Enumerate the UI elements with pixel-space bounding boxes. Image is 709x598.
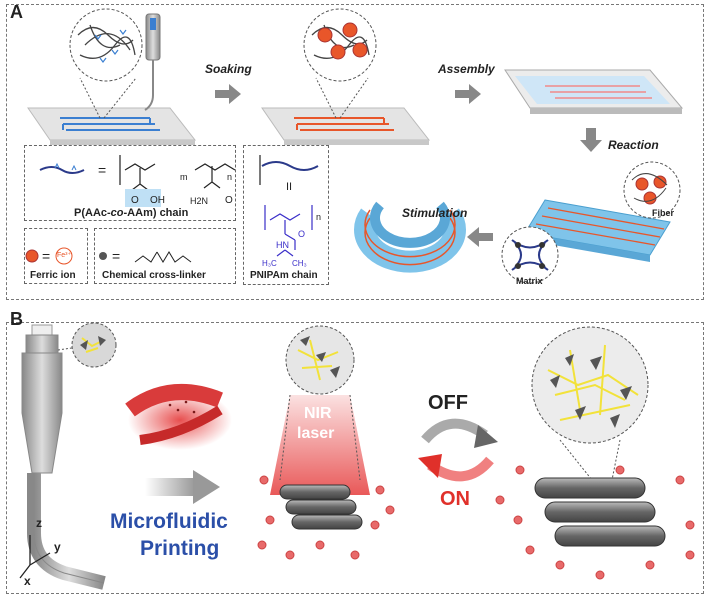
step-assembly-label: Assembly (438, 62, 495, 76)
legend-pnipam-structure: II O HN H₃C CH₃ (261, 161, 319, 268)
blood-vessel (125, 384, 232, 450)
soaking-arrow (215, 84, 241, 104)
panel-b-label: B (10, 309, 23, 329)
chain-label-pre: P(AAc- (74, 207, 111, 219)
svg-text:O: O (131, 195, 139, 206)
chain-label-co: co (110, 207, 124, 219)
ferric-ion-dot (25, 249, 39, 263)
step-soaking-label: Soaking (205, 62, 252, 76)
panel-a-label: A (10, 2, 23, 22)
axis-y-label: y (54, 540, 61, 554)
chain-label-post: -AAm) chain (123, 207, 189, 219)
legend-pnipam-box (243, 145, 329, 285)
svg-text:CH₃: CH₃ (292, 259, 307, 268)
stimulation-arrow (467, 227, 493, 247)
crosslinker-label: Chemical cross-linker (102, 270, 206, 281)
off-label: OFF (428, 392, 468, 414)
axes-icon (19, 535, 51, 579)
matrix-callout: Matrix (516, 276, 543, 286)
microfluidic-label-line1: Microfluidic (110, 510, 228, 533)
rolled-gel (354, 201, 466, 273)
chain-subscript-m: m (180, 172, 188, 182)
microfluidic-label-line2: Printing (140, 537, 220, 560)
axis-z-label: z (36, 516, 42, 530)
svg-text:H₃C: H₃C (262, 259, 277, 268)
svg-text:HN: HN (276, 240, 289, 250)
chain-label: P(AAc-co-AAm) chain (74, 207, 188, 219)
svg-text:O: O (298, 229, 305, 239)
legend-crosslinker-box (94, 228, 236, 284)
fe-symbol: Fe³⁺ (57, 252, 72, 259)
switch-arrows (418, 418, 498, 482)
assembly-arrow (455, 84, 481, 104)
crosslinker-equals: = (112, 248, 121, 264)
legend-chain-structure: O OH O (39, 155, 261, 207)
gel-strip (501, 161, 681, 284)
nir-label-line1: NIR (304, 405, 332, 422)
plate-assembled (504, 69, 684, 114)
panel-b (6, 322, 704, 594)
legend-ferric-box (24, 228, 88, 284)
step-reaction-label: Reaction (608, 138, 659, 152)
printing-arrow (145, 470, 220, 504)
ferric-label: Ferric ion (30, 270, 76, 281)
plate-printing (27, 8, 197, 145)
relaxed-gel (495, 326, 695, 580)
pnipam-subscript-n: n (316, 212, 322, 222)
chain-equals: = (98, 162, 107, 178)
pnipam-label: PNIPAm chain (250, 270, 318, 281)
fiber-callout: Fiber (652, 208, 675, 218)
step-stimulation-label: Stimulation (402, 206, 468, 220)
svg-text:OH: OH (150, 195, 165, 206)
ferric-equals: = (42, 248, 51, 264)
legend-chain-box (24, 145, 236, 221)
reaction-arrow (580, 128, 602, 152)
microfluidic-nozzle (21, 322, 117, 590)
fe-symbol-circle (55, 247, 73, 265)
svg-text:O: O (225, 195, 233, 206)
crosslinker-dot (99, 252, 107, 260)
axis-x-label: x (24, 574, 31, 588)
svg-text:II: II (286, 181, 292, 193)
plate-soaked (261, 8, 431, 145)
on-label: ON (440, 488, 470, 510)
crosslinker-structure (134, 251, 192, 263)
chain-h2n: H2N (190, 196, 209, 206)
chain-subscript-n: n (227, 172, 233, 182)
nir-label-line2: laser (297, 425, 335, 442)
panel-a (6, 4, 704, 300)
nir-gel (257, 325, 395, 560)
